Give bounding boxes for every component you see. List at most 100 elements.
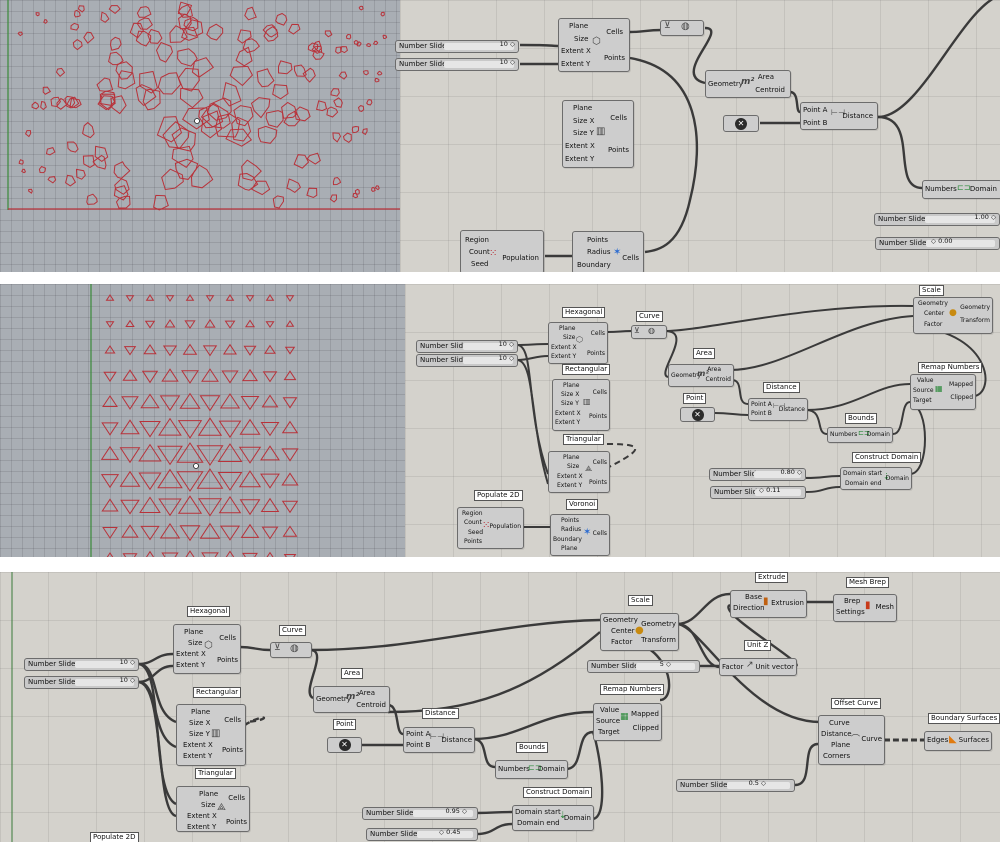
triangular-component[interactable]: Plane Size Extent X Extent Y ⟁ Cells Poi…	[548, 451, 610, 493]
construct-domain-component[interactable]: Domain start Domain end ⇣ Domain	[840, 467, 912, 490]
number-slider-5[interactable]: Number Slider 0.95 ◇	[362, 807, 478, 820]
offset-curve-component[interactable]: Curve Distance Plane Corners ⌒ Curve	[818, 715, 885, 765]
triangle-cell	[281, 500, 299, 514]
point-param[interactable]: ✕	[327, 737, 362, 753]
bounds-component[interactable]: Numbers ⊏⊐ Domain	[922, 180, 1000, 199]
output-cells: Cells	[228, 794, 245, 802]
scale-component[interactable]: Geometry Center Factor ● Geometry Transf…	[600, 613, 679, 651]
slider-label: Number Slider	[591, 662, 642, 670]
number-slider-1[interactable]: Number Slider 10 ◇	[24, 658, 139, 671]
voronoi-cell	[312, 50, 325, 60]
input-edges: Edges	[927, 736, 949, 744]
grasshopper-canvas[interactable]: Number Slider 10 ◇ Number Slider 10 ◇ Nu…	[395, 0, 1000, 272]
distance-component[interactable]: Point A Point B ⊢⊣ Distance	[403, 727, 475, 753]
caption-distance: Distance	[763, 382, 800, 393]
voronoi-cell	[275, 12, 288, 26]
triangle-cell	[176, 442, 204, 463]
remap-numbers-component[interactable]: Value Source Target ▦ Mapped Clipped	[910, 374, 976, 410]
area-component[interactable]: Geometry m² Area Centroid	[668, 364, 734, 387]
voronoi-cell	[73, 9, 81, 18]
curve-icon: ◍	[681, 21, 690, 32]
distance-icon: ⊢⊣	[430, 732, 444, 741]
triangle-cell	[103, 371, 117, 383]
curve-param[interactable]: ⊻ ◍	[660, 20, 704, 36]
hexagonal-component[interactable]: Plane Size Extent X Extent Y ⬡ Cells Poi…	[548, 322, 608, 364]
number-slider-4[interactable]: Number Slider ◇ 0.11	[710, 486, 806, 499]
rhino-viewport[interactable]	[0, 0, 400, 272]
triangle-cell	[218, 420, 242, 439]
unit-z-component[interactable]: Factor ↗ Unit vector	[719, 658, 797, 676]
point-icon: ✕	[735, 117, 747, 130]
curve-icon: ◍	[648, 326, 655, 335]
populate-2d-component[interactable]: Region Count Seed ⁙ Population	[460, 230, 544, 272]
number-slider-4[interactable]: Number Slider ◇ 0.00	[875, 237, 1000, 250]
output-cells: Cells	[219, 634, 236, 642]
voronoi-cell	[324, 30, 333, 38]
triangle-cell	[140, 525, 160, 541]
voronoi-component[interactable]: Points Radius Boundary ✶ Cells	[572, 231, 644, 272]
mesh-brep-component[interactable]: Brep Settings ▮ Mesh	[833, 594, 897, 622]
bounds-component[interactable]: Numbers ⊏⊐ Domain	[827, 427, 893, 443]
input-factor: Factor	[924, 321, 943, 328]
populate-2d-component[interactable]: Region Count Seed Points ⁙ Population	[457, 507, 524, 549]
number-slider-2[interactable]: Number Slider 10 ◇	[416, 354, 518, 367]
rhino-viewport[interactable]	[0, 284, 405, 557]
output-surfaces: Surfaces	[958, 736, 989, 744]
number-slider-3[interactable]: Number Slider 1.00 ◇	[874, 213, 1000, 226]
point-param[interactable]: ✕	[723, 115, 759, 132]
area-component[interactable]: Geometry m² Area Centroid	[705, 70, 791, 98]
input-extent-x: Extent X	[565, 142, 595, 150]
triangle-cell	[197, 417, 223, 436]
voronoi-component[interactable]: Points Radius Boundary Plane ✶ Cells	[550, 514, 610, 556]
voronoi-cell	[307, 42, 319, 52]
voronoi-cell	[155, 41, 174, 63]
curve-param[interactable]: ⊻ ◍	[631, 325, 667, 339]
distance-component[interactable]: Point A Point B ⊢⊣ Distance	[800, 102, 878, 130]
extrude-component[interactable]: Base Direction ▮ Extrusion	[730, 590, 807, 618]
area-component[interactable]: Geometry m² Area Centroid	[313, 686, 390, 713]
bounds-component[interactable]: Numbers ⊏⊐ Domain	[495, 760, 568, 779]
triangle-cell	[260, 497, 280, 512]
input-size-x: Size X	[561, 391, 580, 398]
distance-component[interactable]: Point A Point B ⊢⊣ Distance	[748, 398, 808, 421]
rectangular-component[interactable]: Plane Size X Size Y Extent X Extent Y ▥ …	[562, 100, 634, 168]
voronoi-cell	[82, 121, 95, 139]
voronoi-cell	[177, 48, 198, 67]
scale-component[interactable]: Geometry Center Factor ● Geometry Transf…	[913, 297, 993, 334]
hexagonal-component[interactable]: Plane Size Extent X Extent Y ⬡ Cells Poi…	[558, 18, 630, 72]
number-slider-2[interactable]: Number Slider 10 ◇	[24, 676, 139, 689]
slider-value: 0.95 ◇	[445, 807, 467, 815]
number-slider-1[interactable]: Number Slider 10 ◇	[416, 340, 518, 353]
voronoi-cell	[272, 195, 285, 209]
number-slider-3[interactable]: Number Slider 0.80 ◇	[709, 468, 806, 481]
input-numbers: Numbers	[925, 185, 957, 193]
input-extent-y: Extent Y	[565, 155, 595, 163]
caption-point: Point	[333, 719, 357, 730]
boundary-surfaces-component[interactable]: Edges ◣ Surfaces	[924, 731, 992, 751]
curve-param[interactable]: ⊻ ◍	[270, 642, 312, 658]
triangle-cell	[181, 370, 199, 384]
number-slider-6[interactable]: Number Slider ◇ 0.45	[366, 828, 478, 841]
hexagon-icon: ⬡	[576, 335, 583, 344]
number-slider-3[interactable]: Number Slider 5 ◇	[587, 660, 700, 673]
number-slider-4[interactable]: Number Slider 0.5 ◇	[676, 779, 795, 792]
number-slider-2[interactable]: Number Slider 10 ◇	[395, 58, 519, 71]
input-factor: Factor	[722, 663, 744, 671]
voronoi-cell	[200, 110, 223, 139]
grasshopper-canvas[interactable]: Extrude Mesh Brep Scale Hexagonal Curve …	[0, 572, 1000, 842]
output-area: Area	[707, 366, 721, 373]
input-point-b: Point B	[751, 410, 772, 417]
grasshopper-canvas[interactable]: Scale Hexagonal Curve Area Rectangular R…	[405, 284, 1000, 557]
point-param[interactable]: ✕	[680, 407, 715, 422]
rectangular-component[interactable]: Plane Size X Size Y Extent X Extent Y ▥ …	[552, 379, 610, 431]
triangular-component[interactable]: Plane Size Extent X Extent Y ⟁ Cells Poi…	[176, 786, 250, 832]
remap-numbers-component[interactable]: Value Source Target ▦ Mapped Clipped	[593, 703, 662, 741]
input-extent-y: Extent Y	[551, 353, 577, 360]
voronoi-cell	[353, 39, 359, 46]
construct-domain-component[interactable]: Domain start Domain end ⇣ Domain	[512, 805, 594, 831]
remap-icon: ▦	[935, 384, 943, 393]
rectangular-component[interactable]: Plane Size X Size Y Extent X Extent Y ▥ …	[176, 704, 246, 766]
number-slider-1[interactable]: Number Slider 10 ◇	[395, 40, 519, 53]
voronoi-cell	[272, 84, 289, 100]
hexagonal-component[interactable]: Plane Size Extent X Extent Y ⬡ Cells Poi…	[173, 624, 241, 674]
